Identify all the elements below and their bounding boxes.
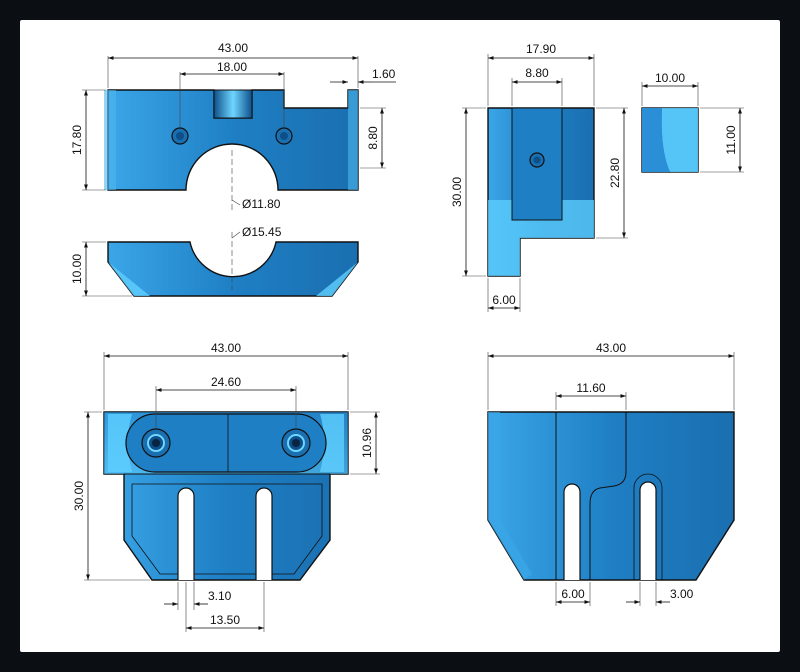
small-view: 10.00 11.00: [641, 71, 744, 173]
clamp-chamfer-right: [316, 262, 358, 296]
small-part-highlight: [661, 108, 698, 172]
dim-side-inner-width: 8.80: [525, 66, 549, 80]
dim-small-height: 11.00: [724, 125, 738, 154]
dim-back-right-slot: 3.00: [670, 587, 694, 601]
upper-block-part: [107, 89, 359, 191]
dim-slot-spacing: 18.00: [217, 60, 247, 74]
side-hole-inner: [533, 156, 541, 164]
front-slot-left: [177, 487, 195, 580]
dim-side-width: 17.90: [526, 42, 556, 56]
front-right-highlight: [320, 414, 344, 472]
dim-front-hole-spacing: 24.60: [211, 375, 241, 389]
dim-clamp-bore: Ø15.45: [242, 225, 282, 239]
dim-side-foot: 6.00: [492, 293, 516, 307]
dim-small-width: 10.00: [655, 71, 685, 85]
left-edge-highlight: [104, 90, 116, 190]
dim-side-height: 30.00: [450, 177, 464, 207]
front-left-highlight: [108, 414, 132, 472]
back-view: 43.00 11.60 6.00 3.00: [487, 341, 735, 606]
dim-back-center-width: 11.60: [576, 381, 605, 395]
dim-clamp-height: 10.00: [70, 254, 84, 284]
back-slot-right-outline: [633, 473, 663, 580]
front-boss: [125, 413, 327, 473]
dim-overall-width: 43.00: [218, 41, 248, 55]
dim-front-slot-spacing: 13.50: [210, 613, 240, 627]
drawing-sheet: 43.00 18.00 1.60 17.80 8.80 Ø11.80 Ø15.4…: [20, 20, 780, 652]
dim-side-upper-height: 22.80: [608, 158, 622, 188]
dim-front-top-height: 10.96: [360, 428, 374, 458]
side-foot-highlight: [488, 238, 520, 276]
dim-front-width: 43.00: [211, 341, 241, 355]
dim-bore-diameter: Ø11.80: [242, 197, 281, 211]
screw-hole-inner: [280, 132, 288, 140]
front-view: 43.00 24.60 10.96 30.00 3.10 13.50: [72, 341, 380, 632]
screw-hole-inner: [176, 132, 184, 140]
dim-front-height: 30.00: [72, 481, 86, 511]
clamp-part: [107, 241, 359, 297]
back-step-curve: [589, 471, 627, 580]
small-part-shade: [642, 108, 670, 172]
dim-step-height: 8.80: [366, 126, 380, 150]
dim-front-slot-width: 3.10: [208, 589, 232, 603]
clamp-view: Ø15.45 10.00: [70, 225, 359, 297]
technical-drawing: 43.00 18.00 1.60 17.80 8.80 Ø11.80 Ø15.4…: [70, 41, 744, 632]
dim-back-width: 43.00: [596, 341, 626, 355]
dim-back-left-slot: 6.00: [561, 587, 585, 601]
top-slot-shading: [213, 89, 253, 119]
back-left-bevel: [488, 412, 532, 580]
back-slot-left: [563, 483, 581, 580]
back-slot-right: [639, 481, 657, 580]
side-view: 17.90 8.80 30.00 22.80 6.00: [450, 42, 628, 312]
clamp-chamfer-left: [108, 262, 150, 296]
right-edge-highlight: [348, 90, 358, 190]
front-slot-right: [255, 487, 273, 580]
dim-height: 17.80: [70, 125, 84, 155]
dim-right-step: 1.60: [372, 67, 396, 81]
back-part: [487, 411, 735, 581]
front-inner-outline: [131, 483, 323, 575]
top-left-view: 43.00 18.00 1.60 17.80 8.80 Ø11.80: [70, 41, 396, 211]
